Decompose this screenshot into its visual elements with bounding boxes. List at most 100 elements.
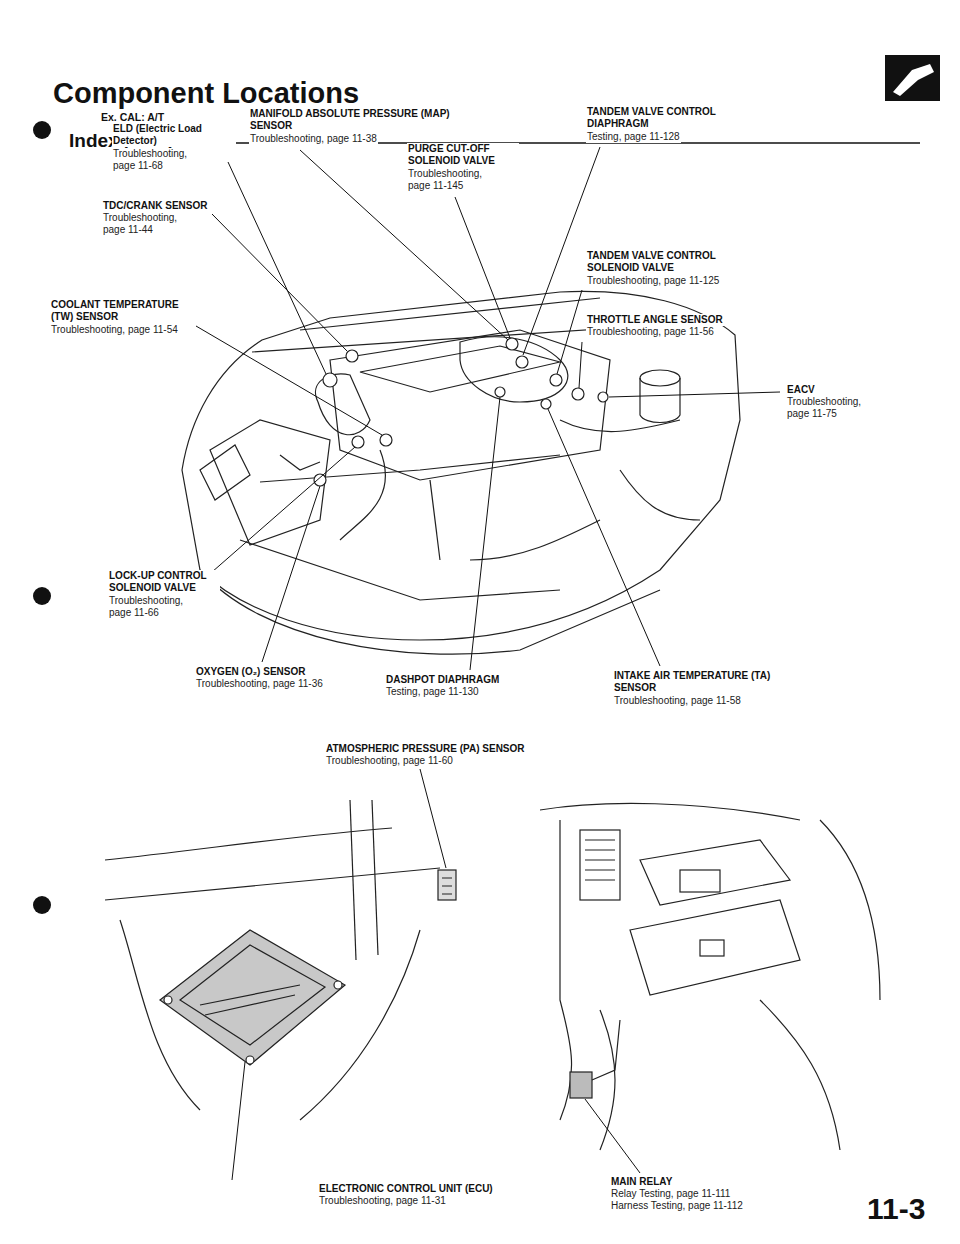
leader-lines-part [557,290,582,374]
dash-inset-sketch-part [630,900,800,995]
leader-lines-part [262,486,320,662]
dash-inset-sketch-part [570,1072,592,1098]
engine-bay-sketch-part [470,520,600,560]
engine-bay-sketch-part [560,420,680,432]
part-name: MANIFOLD ABSOLUTE PRESSURE (MAP) SENSOR [249,108,451,132]
engine-bay-sketch-part-part [598,392,608,402]
page-reference: Relay Testing, page 11-111 [610,1188,731,1200]
engine-bay-sketch-part [430,480,440,560]
part-name: ELECTRONIC CONTROL UNIT (ECU) [318,1183,494,1195]
engine-bay-sketch-part [340,450,385,540]
engine-bay-sketch-part [316,374,370,435]
ecu-inset-sketch-part [372,800,378,955]
engine-bay-sketch-part [210,420,330,545]
page-reference: Testing, page 11-128 [586,131,681,143]
engine-bay-sketch-part-part [352,436,364,448]
page-reference: Troubleshooting, page 11-38 [249,133,378,145]
header-decor-part [33,121,51,139]
ecu-inset-sketch-part [246,1056,254,1064]
header-decor [33,55,940,914]
page-reference: Testing, page 11-130 [385,686,480,698]
page-reference: Troubleshooting, page 11-36 [195,678,324,690]
leader-lines-part [579,342,582,388]
engine-bay-sketch-part [330,330,610,480]
page-reference: Troubleshooting, page 11-68 [112,148,202,172]
part-name: TANDEM VALVE CONTROL SOLENOID VALVE [586,250,733,274]
engine-bay-sketch-part [640,370,680,386]
leader-lines-part [420,769,446,868]
leader-lines-part [609,392,780,397]
part-name: COOLANT TEMPERATURE (TW) SENSOR [50,299,187,323]
ecu-inset-sketch-part [334,981,342,989]
engine-bay-sketch-part [314,338,608,486]
part-name: THROTTLE ANGLE SENSOR [586,314,724,326]
dash-inset-sketch-part [540,803,800,820]
leader-lines-part [300,150,508,340]
part-name: EACV [786,384,816,396]
part-name: PURGE CUT-OFF SOLENOID VALVE [407,143,519,167]
part-name: DASHPOT DIAPHRAGM [385,674,500,686]
dash-inset-sketch-part [580,830,620,900]
ecu-inset-sketch-part [164,996,172,1004]
leader-lines-part [228,162,326,374]
ecu-inset-sketch-part [160,930,345,1065]
dash-inset-sketch-part [640,840,790,905]
page-reference: Troubleshooting, page 11-75 [786,396,878,420]
part-name: TANDEM VALVE CONTROL DIAPHRAGM [586,106,718,130]
ecu-inset-sketch-part [200,985,300,1015]
leader-lines-part [196,326,382,435]
header-decor-part [33,587,51,605]
model-note: Ex. CAL: A/T [100,111,165,123]
page-reference: Troubleshooting, page 11-60 [325,755,454,767]
engine-bay-sketch-part-part [346,350,358,362]
leader-lines-part [548,409,660,666]
leader-lines-part [455,197,510,338]
page-reference: Troubleshooting, page 11-54 [50,324,179,336]
engine-bay-sketch-part-part [323,373,337,387]
engine-bay-sketch-part-part [550,374,562,386]
ecu-inset-sketch-part [300,930,420,1120]
page-title: Component Locations [52,76,360,110]
page-reference: Harness Testing, page 11-112 [610,1200,744,1212]
engine-bay-sketch-part [260,455,560,482]
engine-bay-sketch-part-part [516,356,528,368]
dash-inset-sketch-part [585,840,615,880]
ecu-inset-sketch-part [105,828,392,860]
page-reference: Troubleshooting, page 11-56 [586,326,715,338]
leader-lines-part [585,1099,640,1173]
engine-bay-sketch-part [620,470,700,520]
part-name: INTAKE AIR TEMPERATURE (TA) SENSOR [613,670,780,694]
engine-bay-sketch-part-part [541,399,551,409]
part-name: OXYGEN (O₂) SENSOR [195,666,306,678]
leader-lines-part [212,214,347,351]
engine-bay-sketch-part [280,455,320,470]
engine-bay-sketch-part-part [314,474,326,486]
page-reference: Troubleshooting, page 11-31 [318,1195,447,1207]
ecu-inset-sketch-part [180,945,325,1045]
leader-lines [196,147,780,1180]
part-name: ATMOSPHERIC PRESSURE (PA) SENSOR [325,743,526,755]
engine-bay-sketch-part-part [495,387,505,397]
leader-lines-part [470,397,500,670]
page-reference: Troubleshooting, page 11-145 [407,168,504,192]
part-name: MAIN RELAY [610,1176,673,1188]
page-reference: Troubleshooting, page 11-125 [586,275,720,287]
part-name: ELD (Electric Load Detector) [112,123,226,147]
ecu-inset-sketch-part [442,878,452,894]
engine-bay-sketch-part [182,291,740,640]
dash-inset-sketch [540,803,880,1150]
engine-bay-sketch-part [300,298,600,330]
engine-bay-sketch-part-part [380,434,392,446]
ecu-inset-sketch-part [105,868,440,900]
page-reference: Troubleshooting, page 11-44 [102,212,196,236]
leader-lines-part [232,1062,245,1180]
engine-bay-sketch [182,291,740,654]
page-number: 11-3 [866,1192,926,1226]
dash-inset-sketch-part [820,820,880,1000]
part-name: TDC/CRANK SENSOR [102,200,208,212]
header-decor-part [893,64,934,96]
leader-lines-part [212,447,355,572]
dash-inset-sketch-part [592,1020,620,1080]
part-name: LOCK-UP CONTROL SOLENOID VALVE [108,570,220,594]
